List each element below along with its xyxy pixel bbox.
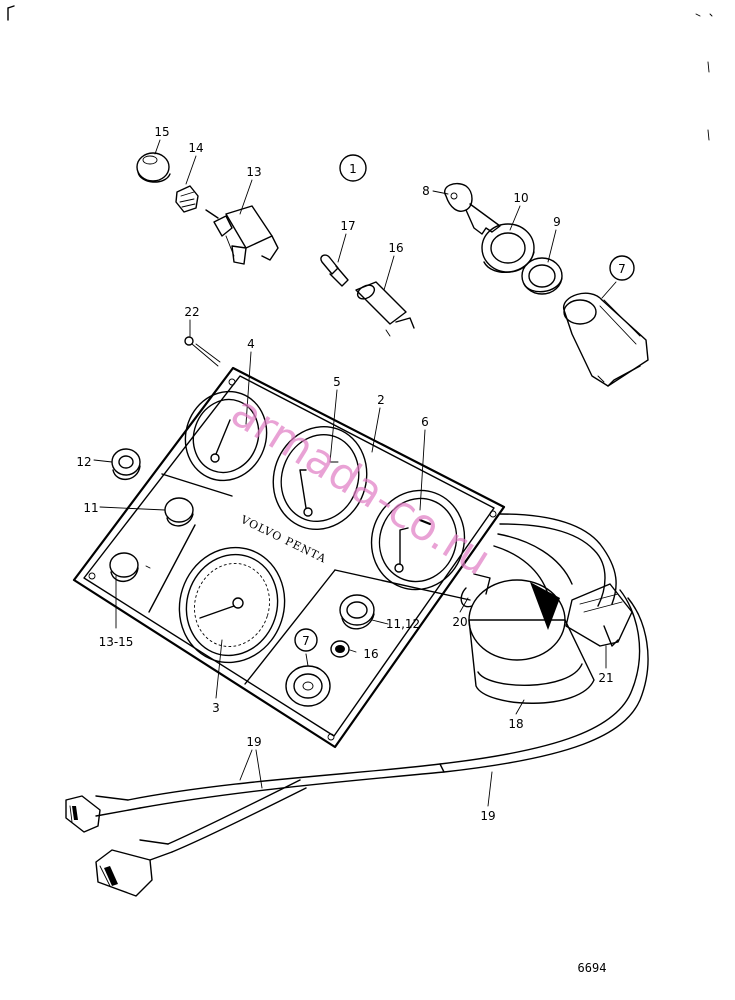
part-21-connector: [565, 583, 633, 647]
part-9-washer: [521, 257, 563, 295]
panel-ignition-7: [285, 665, 331, 707]
part-18-seal-ring: [468, 579, 595, 704]
callout-12: 12: [76, 455, 91, 469]
callout-leaders: [93, 139, 617, 807]
part-17-bulb: [320, 254, 349, 287]
callout-11: 11: [83, 501, 98, 515]
watermark: armada-co.ru: [222, 386, 499, 586]
callout-10: 10: [513, 191, 528, 205]
group-number-badge: 1: [339, 154, 367, 182]
panel-lamp-11-12: [339, 594, 375, 630]
callout-2: 2: [377, 393, 385, 407]
callout-labels: 15 14 13 17 16 8 10 9 7 22 4 5 2 6 12 11…: [76, 125, 625, 823]
callout-15: 15: [154, 125, 169, 139]
part-14-nut: [175, 185, 199, 213]
callout-19-right: 19: [480, 809, 495, 823]
part-16-bulb-holder: [355, 281, 415, 337]
callout-5: 5: [333, 375, 341, 389]
callout-7-panel: 7: [302, 634, 310, 648]
part-22-screw: [184, 336, 221, 367]
callout-17: 17: [340, 219, 355, 233]
callout-18: 18: [508, 717, 523, 731]
callout-13-15: 13-15: [99, 635, 134, 649]
panel-switch-11: [164, 497, 194, 527]
callout-8: 8: [422, 184, 430, 198]
callout-11-12: 11,12: [386, 617, 420, 631]
part-12-ring: [111, 448, 141, 480]
callout-4: 4: [247, 337, 255, 351]
callout-20: 20: [452, 615, 467, 629]
drawing-number: 6694: [578, 961, 607, 975]
part-13-switch: [205, 205, 279, 265]
callout-16-panel: 16: [363, 647, 378, 661]
callout-19-left: 19: [246, 735, 261, 749]
part-3-tachometer: [178, 546, 286, 664]
part-20-connector: [460, 573, 491, 608]
callout-6: 6: [421, 415, 429, 429]
part-6-gauge: [370, 489, 466, 591]
svg-text:1: 1: [349, 162, 357, 176]
callout-21: 21: [598, 671, 613, 685]
callout-circle-7a: [609, 255, 635, 281]
callout-9: 9: [553, 215, 561, 229]
harness-plug-upper: [65, 795, 101, 833]
harness-plug-lower: [95, 849, 153, 897]
part-10-bezel-ring: [481, 223, 535, 274]
part-8-key: [444, 182, 501, 235]
panel-switch-13-15: [109, 552, 151, 582]
part-15-knob-cap: [136, 152, 171, 183]
part-19-wiring-harness: [95, 513, 649, 861]
callout-16-top: 16: [388, 241, 403, 255]
callout-circle-7b: [294, 628, 318, 652]
part-5-gauge: [272, 425, 368, 531]
callout-7-top: 7: [618, 262, 626, 276]
callout-14: 14: [188, 141, 203, 155]
part-7-ignition-switch: [563, 292, 649, 387]
part-4-gauge: [184, 390, 268, 482]
callout-3: 3: [212, 701, 220, 715]
scan-corner-marks: [7, 5, 713, 141]
callout-22: 22: [184, 305, 199, 319]
panel-lamp-16: [330, 640, 350, 658]
callout-13: 13: [246, 165, 261, 179]
